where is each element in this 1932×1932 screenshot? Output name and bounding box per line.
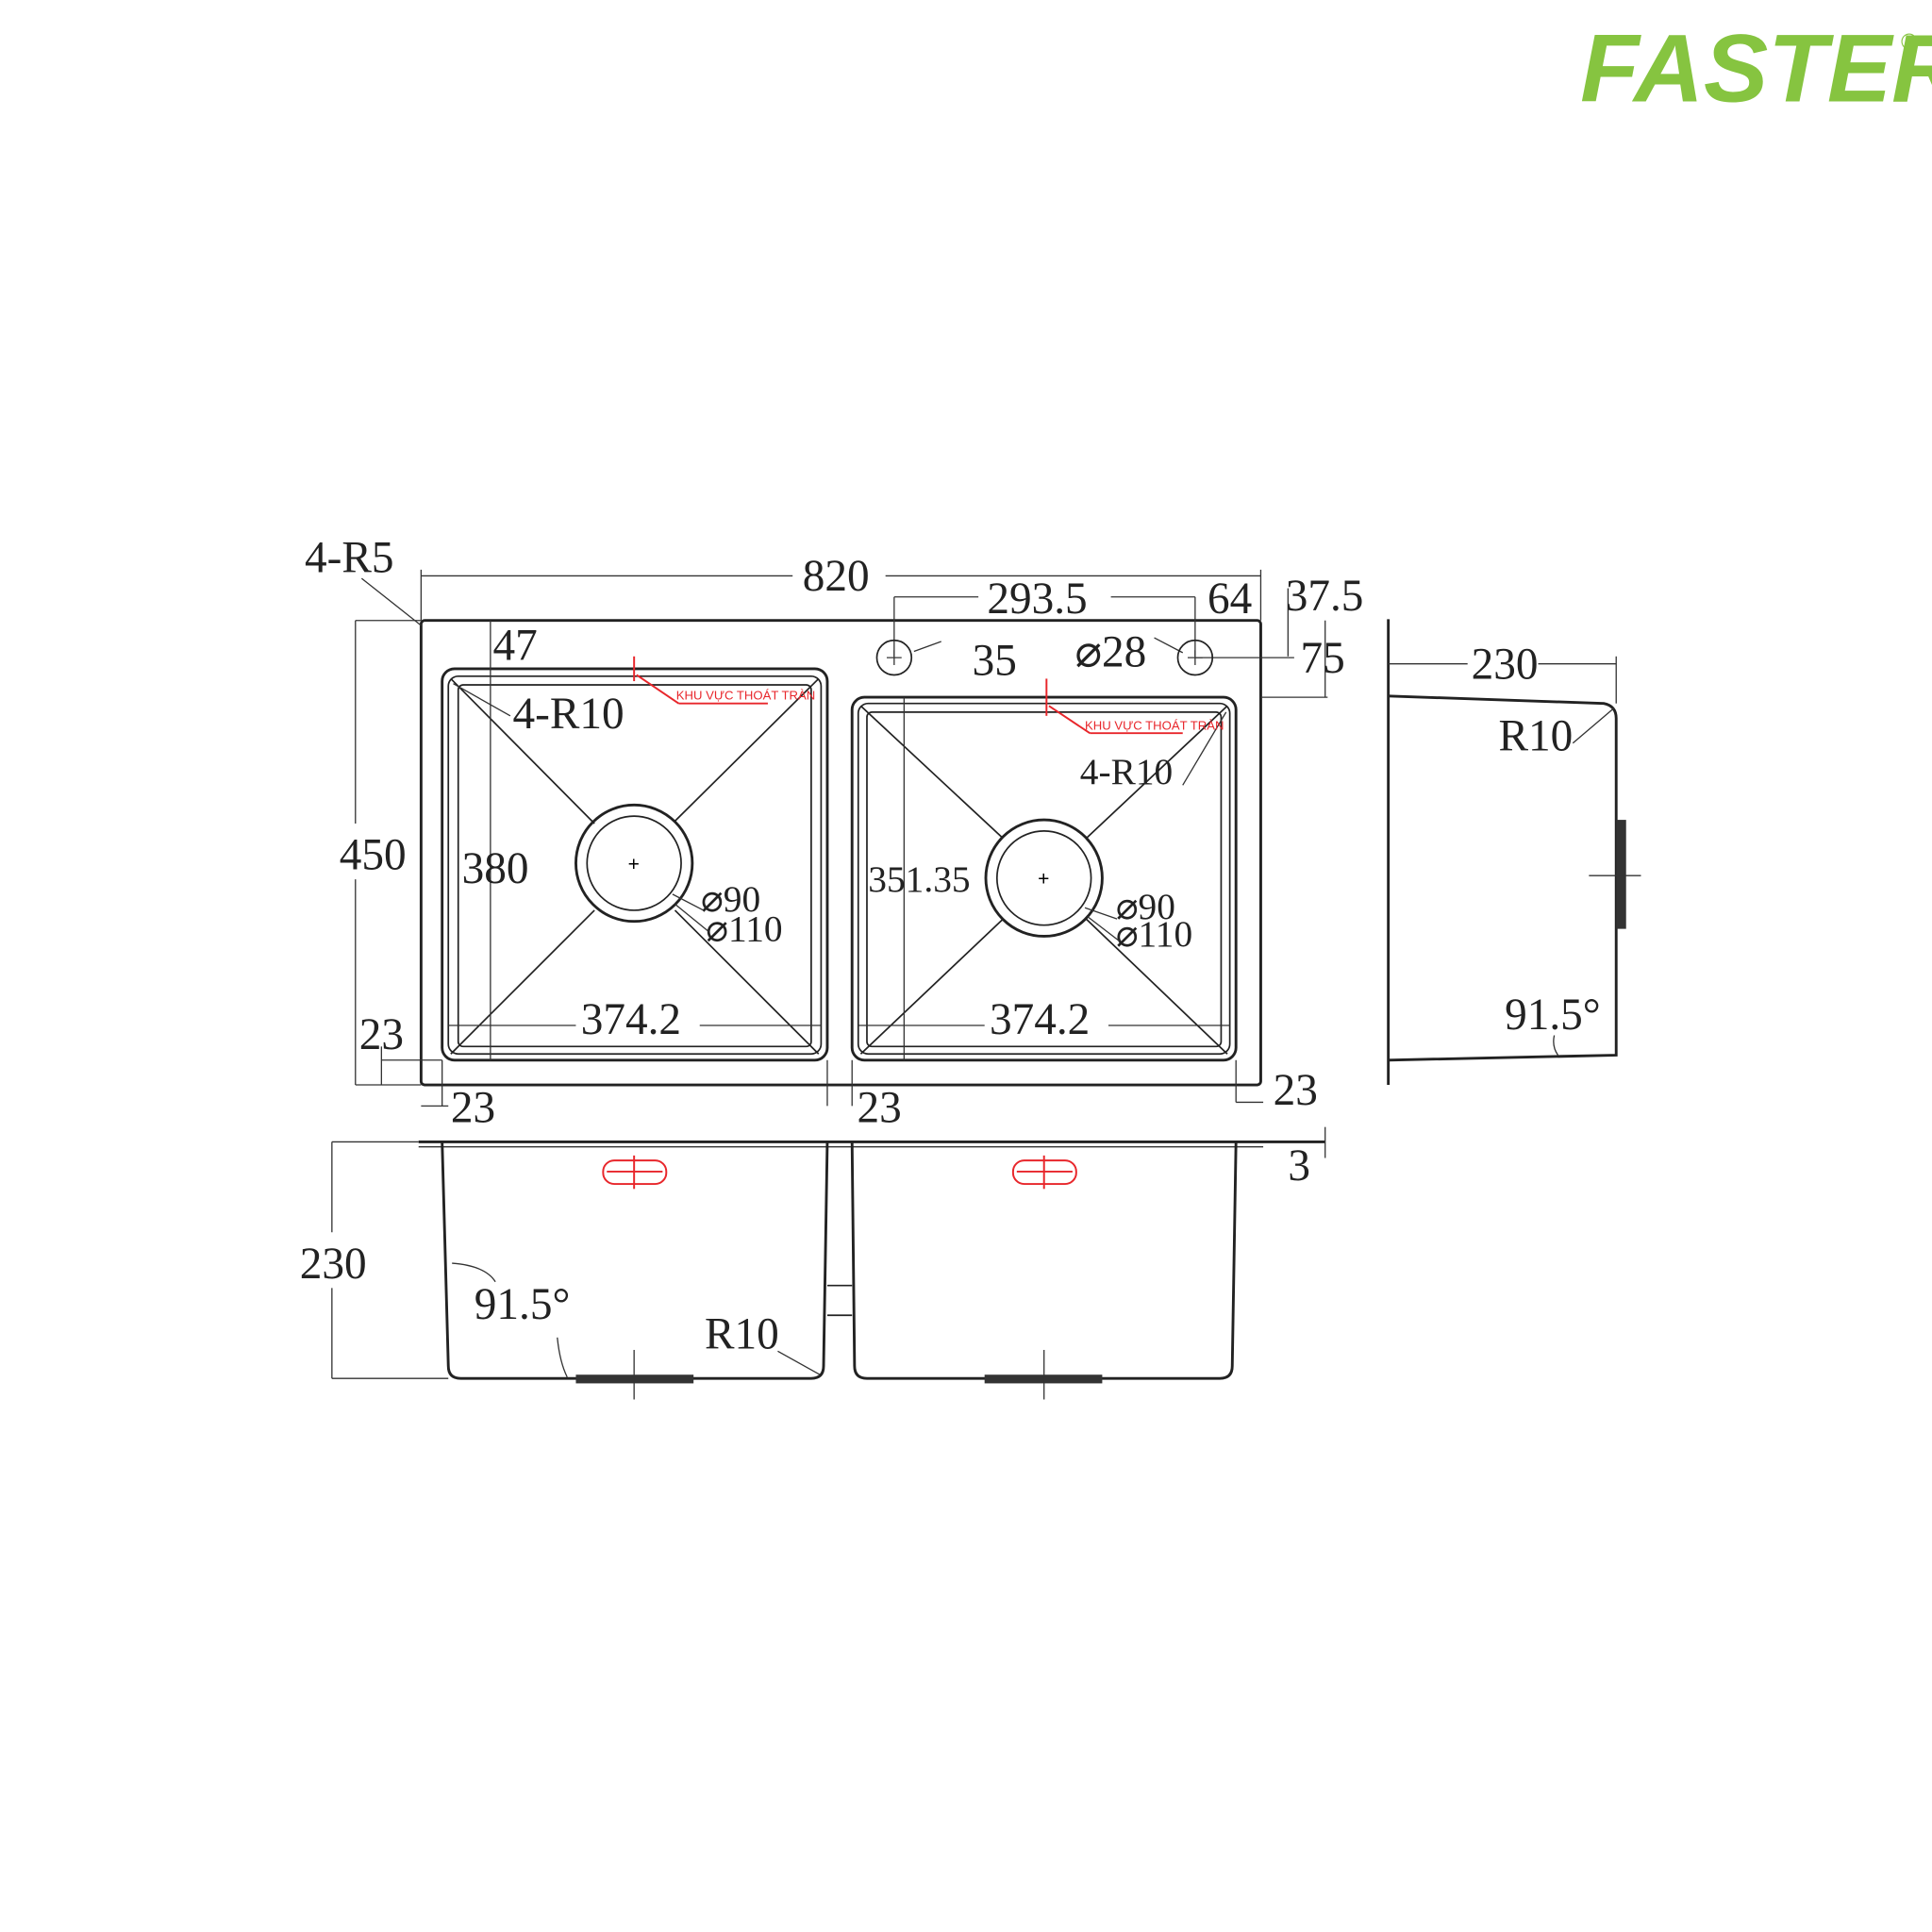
dim-bowl-corner: 4-R10 <box>513 690 625 739</box>
dim-drain-outer: ⌀110 <box>1116 913 1192 955</box>
top-view: 820 4-R5 450 293.5 64 37.5 75 35 ⌀28 + <box>305 534 1363 1133</box>
front-view: 3 230 91.5° R10 <box>300 1126 1326 1400</box>
dim-margin-left-bottom: 23 <box>451 1083 495 1132</box>
logo-text: FASTER <box>1580 14 1932 123</box>
overflow-label: KHU VỰC THOÁT TRÀN <box>676 689 815 703</box>
registered-mark: ® <box>1901 31 1918 56</box>
dim-front-radius: R10 <box>705 1310 779 1359</box>
dim-margin-left-side: 23 <box>359 1010 404 1059</box>
side-view: 230 R10 91.5° <box>1387 619 1641 1086</box>
dim-overall-depth: 450 <box>340 831 407 880</box>
dim-faucet-edge: 37.5 <box>1286 572 1364 621</box>
dim-drain-inner: ⌀90 <box>1116 886 1175 927</box>
dim-bowl-width: 374.2 <box>990 995 1090 1044</box>
svg-text:+: + <box>1038 869 1049 891</box>
dim-faucet-row-depth: 75 <box>1300 634 1344 683</box>
dim-margin-right: 23 <box>1274 1066 1318 1115</box>
dim-bowl-corner: 4-R10 <box>1080 751 1173 792</box>
faster-logo: FASTER ® <box>1580 14 1932 123</box>
dim-drain-inner: ⌀90 <box>701 878 760 920</box>
left-bowl: + 47 4-R10 380 374.2 ⌀90 ⌀110 KHU VỰC TH… <box>441 620 829 1062</box>
dim-bowl-depth: 351.35 <box>868 858 970 900</box>
dim-front-angle: 91.5° <box>475 1280 571 1329</box>
side-drain <box>1616 820 1626 929</box>
dim-front-height: 230 <box>300 1240 367 1289</box>
dim-side-height: 230 <box>1472 640 1539 689</box>
sink-outline <box>419 619 1262 1087</box>
dim-faucet-top-offset: 35 <box>973 636 1017 685</box>
dim-thickness: 3 <box>1288 1141 1310 1191</box>
dim-bowl-width: 374.2 <box>581 995 681 1044</box>
dim-faucet-spacing: 293.5 <box>987 575 1087 624</box>
dim-side-angle: 91.5° <box>1505 991 1601 1040</box>
overflow-slot-left <box>602 1155 668 1190</box>
faucet-hole-left <box>875 639 913 676</box>
dim-overall-width: 820 <box>803 552 870 601</box>
overflow-label: KHU VỰC THOÁT TRÀN <box>1085 718 1224 732</box>
faucet-hole-right <box>1176 639 1214 676</box>
overflow-slot-right <box>1011 1155 1077 1190</box>
dim-margin-middle: 23 <box>857 1083 901 1132</box>
dim-bowl-depth: 380 <box>462 844 529 893</box>
svg-text:+: + <box>628 854 640 875</box>
dim-faucet-offset: 64 <box>1208 575 1252 624</box>
right-bowl: + 351.35 4-R10 374.2 ⌀90 ⌀110 KHU VỰC TH… <box>850 678 1238 1062</box>
dim-faucet-hole-diameter: ⌀28 <box>1075 627 1147 676</box>
drain-left <box>575 1374 694 1384</box>
dim-drain-outer: ⌀110 <box>706 908 782 950</box>
dim-side-radius: R10 <box>1499 712 1574 761</box>
dim-top-margin: 47 <box>493 622 538 671</box>
dim-corner-radius: 4-R5 <box>305 534 394 583</box>
